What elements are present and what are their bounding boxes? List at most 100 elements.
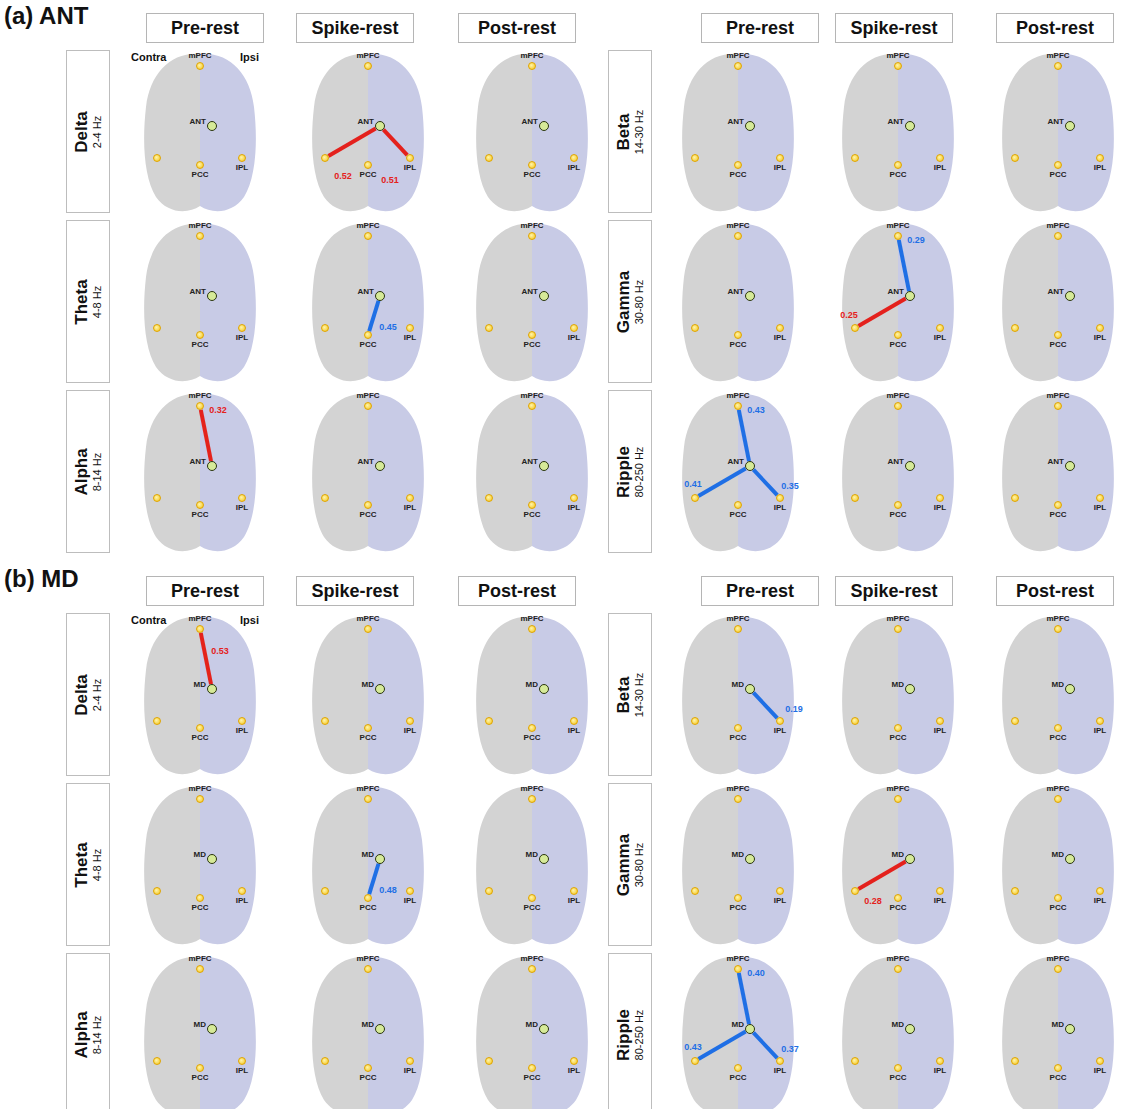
thalamus-dot: MD (745, 684, 755, 694)
band-label-inner: Gamma30-80 Hz (615, 833, 646, 895)
region-dot: IPL (936, 717, 944, 725)
region-label: mPFC (886, 51, 909, 60)
region-dot: PCC (734, 501, 742, 509)
connectivity-line (201, 410, 211, 461)
region-label: PCC (890, 510, 907, 519)
region-label: IPL (1094, 896, 1106, 905)
region-label: mPFC (520, 391, 543, 400)
brain-outline (476, 54, 588, 211)
thalamus-dot: ANT (1065, 461, 1075, 471)
region-label: IPL (236, 163, 248, 172)
region-label: IPL (568, 333, 580, 342)
region-label: MD (1052, 850, 1064, 859)
region-dot: mPFC (196, 402, 204, 410)
region-dot (485, 887, 493, 895)
region-dot: PCC (894, 894, 902, 902)
region-dot: mPFC (894, 795, 902, 803)
region-label: IPL (236, 1066, 248, 1075)
region-label: PCC (1050, 510, 1067, 519)
brain-outline (1002, 957, 1114, 1109)
band-range: 4-8 Hz (91, 285, 104, 317)
thalamus-dot: ANT (375, 121, 385, 131)
thalamus-dot: ANT (539, 121, 549, 131)
region-dot: mPFC (734, 965, 742, 973)
thalamus-dot: ANT (905, 121, 915, 131)
region-label: PCC (192, 733, 209, 742)
brain-outline (1002, 394, 1114, 551)
region-label: IPL (568, 1066, 580, 1075)
thalamus-dot: MD (905, 854, 915, 864)
region-dot: PCC (1054, 161, 1062, 169)
region-label: IPL (1094, 163, 1106, 172)
region-label: mPFC (1046, 784, 1069, 793)
side-label: Ipsi (240, 614, 259, 626)
region-label: PCC (730, 340, 747, 349)
band-range: 80-250 Hz (633, 1009, 646, 1060)
region-label: PCC (360, 903, 377, 912)
band-label-box: Delta2-4 Hz (66, 50, 110, 213)
region-label: mPFC (188, 614, 211, 623)
region-dot (485, 154, 493, 162)
region-dot: IPL (406, 887, 414, 895)
region-label: mPFC (356, 51, 379, 60)
region-dot: IPL (238, 1057, 246, 1065)
region-dot: PCC (1054, 331, 1062, 339)
condition-header: Pre-rest (146, 576, 264, 606)
brain-outline (476, 394, 588, 551)
brain-outline (476, 617, 588, 774)
brain-outline (682, 617, 794, 774)
region-label: ANT (358, 287, 374, 296)
region-dot (153, 887, 161, 895)
region-dot (1011, 324, 1019, 332)
region-dot: PCC (734, 724, 742, 732)
region-dot: IPL (238, 717, 246, 725)
region-dot (1011, 717, 1019, 725)
region-dot: mPFC (196, 625, 204, 633)
brain-outline (682, 54, 794, 211)
region-dot (153, 324, 161, 332)
thalamus-dot: MD (539, 1024, 549, 1034)
brain-outline (144, 617, 256, 774)
region-dot (321, 494, 329, 502)
weight-label: 0.28 (864, 896, 882, 906)
region-dot: IPL (936, 887, 944, 895)
region-label: PCC (1050, 1073, 1067, 1082)
region-dot: mPFC (734, 402, 742, 410)
band-label-inner: Alpha8-14 Hz (73, 1011, 104, 1058)
band-label-inner: Delta2-4 Hz (73, 111, 104, 153)
brain-outline (312, 394, 424, 551)
region-dot: PCC (528, 724, 536, 732)
region-label: PCC (360, 340, 377, 349)
region-label: IPL (774, 333, 786, 342)
region-label: mPFC (1046, 614, 1069, 623)
region-label: MD (732, 680, 744, 689)
band-range: 14-30 Hz (633, 672, 646, 717)
region-label: PCC (1050, 733, 1067, 742)
region-label: PCC (192, 903, 209, 912)
region-label: ANT (728, 287, 744, 296)
region-label: mPFC (726, 784, 749, 793)
band-label-box: Gamma30-80 Hz (608, 783, 652, 946)
header-text: Spike-rest (311, 581, 398, 602)
header-text: Pre-rest (171, 581, 239, 602)
brain-outline (144, 394, 256, 551)
region-dot (321, 1057, 329, 1065)
region-dot: IPL (1096, 494, 1104, 502)
region-dot: mPFC (528, 965, 536, 973)
region-dot: IPL (936, 494, 944, 502)
condition-header: Pre-rest (146, 13, 264, 43)
condition-header: Post-rest (458, 576, 576, 606)
region-dot (153, 717, 161, 725)
region-label: ANT (728, 117, 744, 126)
region-label: PCC (730, 733, 747, 742)
region-label: PCC (524, 1073, 541, 1082)
region-dot: IPL (570, 154, 578, 162)
region-dot: IPL (570, 717, 578, 725)
condition-header: Spike-rest (835, 576, 953, 606)
region-dot (851, 324, 859, 332)
region-dot: PCC (1054, 894, 1062, 902)
region-label: mPFC (886, 221, 909, 230)
region-dot: mPFC (528, 402, 536, 410)
region-label: mPFC (520, 614, 543, 623)
